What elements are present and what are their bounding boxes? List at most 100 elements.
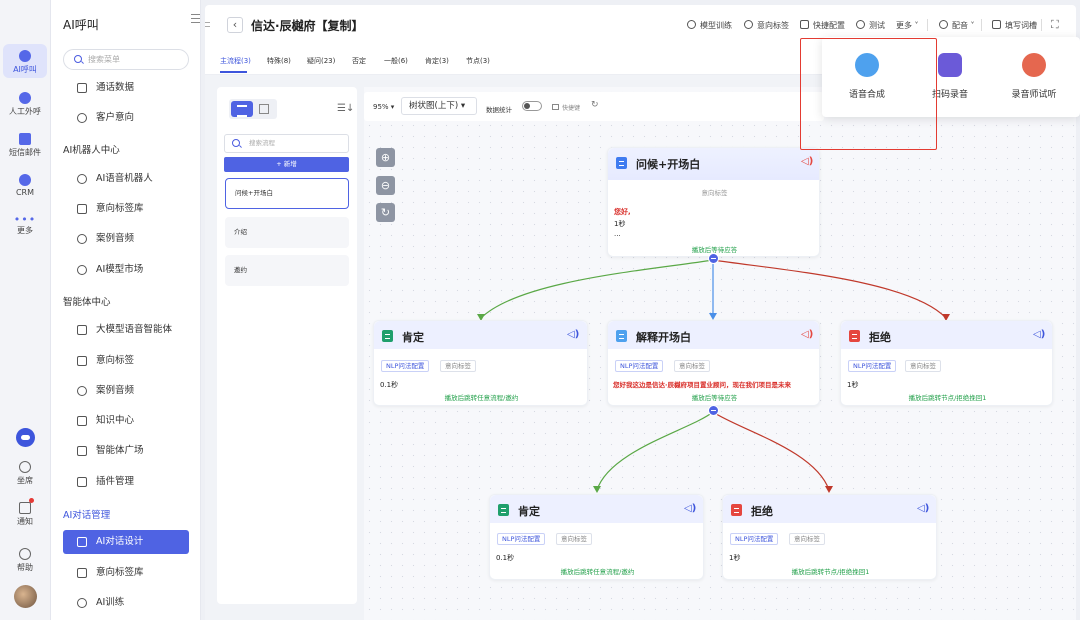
intent-tag-chip[interactable]: 意向标签 (556, 533, 592, 545)
node-explain[interactable]: 解释开场白 ◁) NLP问法配置 意向标签 您好我这边是信达·辰樾府项目置业顾问… (607, 320, 820, 406)
tab-negative[interactable]: 否定 (352, 57, 366, 65)
nlp-config-chip[interactable]: NLP问法配置 (381, 360, 430, 372)
node-greeting[interactable]: 问候+开场白 ◁) 意向标签 您好, 1秒 ... 播放后等待应答 (607, 147, 820, 257)
refresh-icon[interactable]: ↻ (591, 100, 599, 110)
data-stats-toggle[interactable] (522, 101, 542, 111)
sidebar-toggle-icon[interactable] (205, 22, 210, 27)
layout-select[interactable]: 树状图(上下) ▾ (401, 97, 477, 115)
menu-item-voice-robot[interactable]: AI语音机器人 (63, 167, 189, 191)
nlp-config-chip[interactable]: NLP问法配置 (730, 533, 779, 545)
menu-item-dialog-design[interactable]: AI对话设计 (63, 530, 189, 554)
bot-avatar-icon[interactable] (16, 428, 35, 447)
qr-record-item[interactable]: 扫码录音 (931, 90, 968, 100)
zoom-in-icon[interactable]: ⊕ (376, 148, 395, 167)
document-icon (382, 330, 393, 342)
menu-item-case-audio[interactable]: 案例音频 (63, 227, 189, 251)
node-negative-1[interactable]: 拒绝 ◁) NLP问法配置 意向标签 1秒 播放后跳转节点/拒绝挽回1 (840, 320, 1053, 406)
menu-item-label: 案例音频 (96, 233, 135, 244)
menu-item-case-audio-2[interactable]: 案例音频 (63, 379, 189, 403)
view-toggle[interactable] (229, 99, 277, 119)
model-training-button[interactable]: 模型训练 (687, 20, 732, 31)
collapse-branch-icon[interactable] (708, 253, 719, 264)
collapse-branch-icon[interactable] (708, 405, 719, 416)
menu-item-intent-tag[interactable]: 意向标签 (63, 349, 189, 373)
menu-search-placeholder: 搜索菜单 (88, 55, 120, 64)
audition-item[interactable]: 录音师试听 (1011, 90, 1057, 100)
intent-tag-chip[interactable]: 意向标签 (440, 360, 476, 372)
intent-tag-chip[interactable]: 意向标签 (789, 533, 825, 545)
speech-synthesis-icon[interactable] (855, 53, 879, 77)
menu-item-model-market[interactable]: AI模型市场 (63, 258, 189, 282)
menu-item-tag-library[interactable]: 意向标签库 (63, 197, 189, 221)
grid-view-icon[interactable] (259, 104, 269, 114)
back-button[interactable]: ‹ (227, 17, 243, 33)
node-negative-2[interactable]: 拒绝 ◁) NLP问法配置 意向标签 1秒 播放后跳转节点/拒绝挽回1 (722, 494, 937, 580)
zoom-select[interactable]: 95% ▾ (373, 103, 395, 111)
rail-item-help[interactable]: 帮助 (3, 548, 47, 573)
rail-item-ai-call[interactable]: AI呼叫 (3, 44, 47, 78)
speaker-icon[interactable]: ◁) (801, 329, 814, 340)
menu-item-ai-training[interactable]: AI训练 (63, 591, 189, 615)
menu-item-tag-library-2[interactable]: 意向标签库 (63, 561, 189, 585)
flow-item-invite[interactable]: 邀约 (225, 255, 349, 286)
flow-item-intro[interactable]: 介绍 (225, 217, 349, 248)
node-footer: 播放后等待应答 (691, 246, 738, 254)
menu-item-customer-intent[interactable]: 客户意向 (63, 106, 189, 130)
audition-icon[interactable] (1022, 53, 1046, 77)
tab-node[interactable]: 节点(3) (466, 57, 490, 65)
speaker-icon[interactable]: ◁) (801, 156, 814, 167)
speaker-icon[interactable]: ◁) (917, 503, 930, 514)
tab-positive[interactable]: 肯定(3) (425, 57, 449, 65)
shortcut-button[interactable]: 快捷键 (552, 103, 580, 112)
nlp-config-chip[interactable]: NLP问法配置 (615, 360, 664, 372)
menu-item-agent-plaza[interactable]: 智能体广场 (63, 439, 189, 463)
menu-search-input[interactable]: 搜索菜单 (63, 49, 189, 70)
speech-synthesis-item[interactable]: 语音合成 (848, 90, 885, 100)
fit-view-icon[interactable]: ↻ (376, 203, 395, 222)
qr-record-icon[interactable] (938, 53, 962, 77)
tab-general[interactable]: 一般(6) (384, 57, 408, 65)
rail-item-manual-call[interactable]: 人工外呼 (3, 92, 47, 117)
tag-icon (77, 568, 87, 578)
crm-icon (19, 174, 31, 186)
test-button[interactable]: 测试 (856, 20, 885, 31)
rail-item-notice[interactable]: 通知 (3, 502, 47, 527)
quick-config-button[interactable]: 快捷配置 (800, 20, 845, 31)
flow-item-greeting[interactable]: 问候+开场白 (225, 178, 349, 209)
zoom-out-icon[interactable]: ⊖ (376, 176, 395, 195)
rail-item-sms[interactable]: 短信邮件 (3, 133, 47, 158)
menu-item-plugins[interactable]: 插件管理 (63, 470, 189, 494)
speaker-icon[interactable]: ◁) (684, 503, 697, 514)
dubbing-dropdown[interactable]: 配音 ˅ (939, 20, 975, 31)
menu-item-llm-agent[interactable]: 大模型语音智能体 (63, 318, 189, 342)
add-flow-button[interactable]: + 新增 (224, 157, 349, 172)
tab-special[interactable]: 特殊(8) (267, 57, 291, 65)
intent-tag-chip[interactable]: 意向标签 (905, 360, 941, 372)
document-icon (849, 330, 860, 342)
rail-item-seat[interactable]: 坐席 (3, 461, 47, 486)
rail-item-more[interactable]: ••• 更多 (3, 214, 47, 236)
node-footer: 播放后跳转节点/拒绝挽回1 (791, 568, 870, 576)
user-avatar[interactable] (14, 585, 37, 608)
tab-main-flow[interactable]: 主流程(3) (220, 57, 251, 65)
dubbing-dropdown-menu (822, 37, 1080, 117)
nlp-config-chip[interactable]: NLP问法配置 (848, 360, 897, 372)
intent-tag-chip[interactable]: 意向标签 (674, 360, 710, 372)
fill-slot-button[interactable]: 填写词槽 (992, 20, 1037, 31)
speaker-icon[interactable]: ◁) (1033, 329, 1046, 340)
rail-item-crm[interactable]: CRM (3, 174, 47, 197)
sort-icon[interactable]: ☰↓ (337, 103, 355, 114)
intent-tag-button[interactable]: 意向标签 (744, 20, 789, 31)
menu-item-call-data[interactable]: 通话数据 (63, 76, 189, 100)
node-positive-1[interactable]: 肯定 ◁) NLP问法配置 意向标签 0.1秒 播放后跳转任意流程/邀约 (373, 320, 588, 406)
tab-question[interactable]: 疑问(23) (307, 57, 336, 65)
flow-search-input[interactable]: 搜索流程 (224, 134, 349, 153)
node-positive-2[interactable]: 肯定 ◁) NLP问法配置 意向标签 0.1秒 播放后跳转任意流程/邀约 (489, 494, 704, 580)
speaker-icon[interactable]: ◁) (567, 329, 580, 340)
list-view-icon[interactable] (231, 101, 253, 117)
more-dropdown[interactable]: 更多 ˅ (883, 20, 919, 31)
menu-item-knowledge[interactable]: 知识中心 (63, 409, 189, 433)
nlp-config-chip[interactable]: NLP问法配置 (497, 533, 546, 545)
fullscreen-icon[interactable]: ⛶ (1051, 18, 1059, 31)
collapse-menu-icon[interactable] (191, 14, 200, 23)
